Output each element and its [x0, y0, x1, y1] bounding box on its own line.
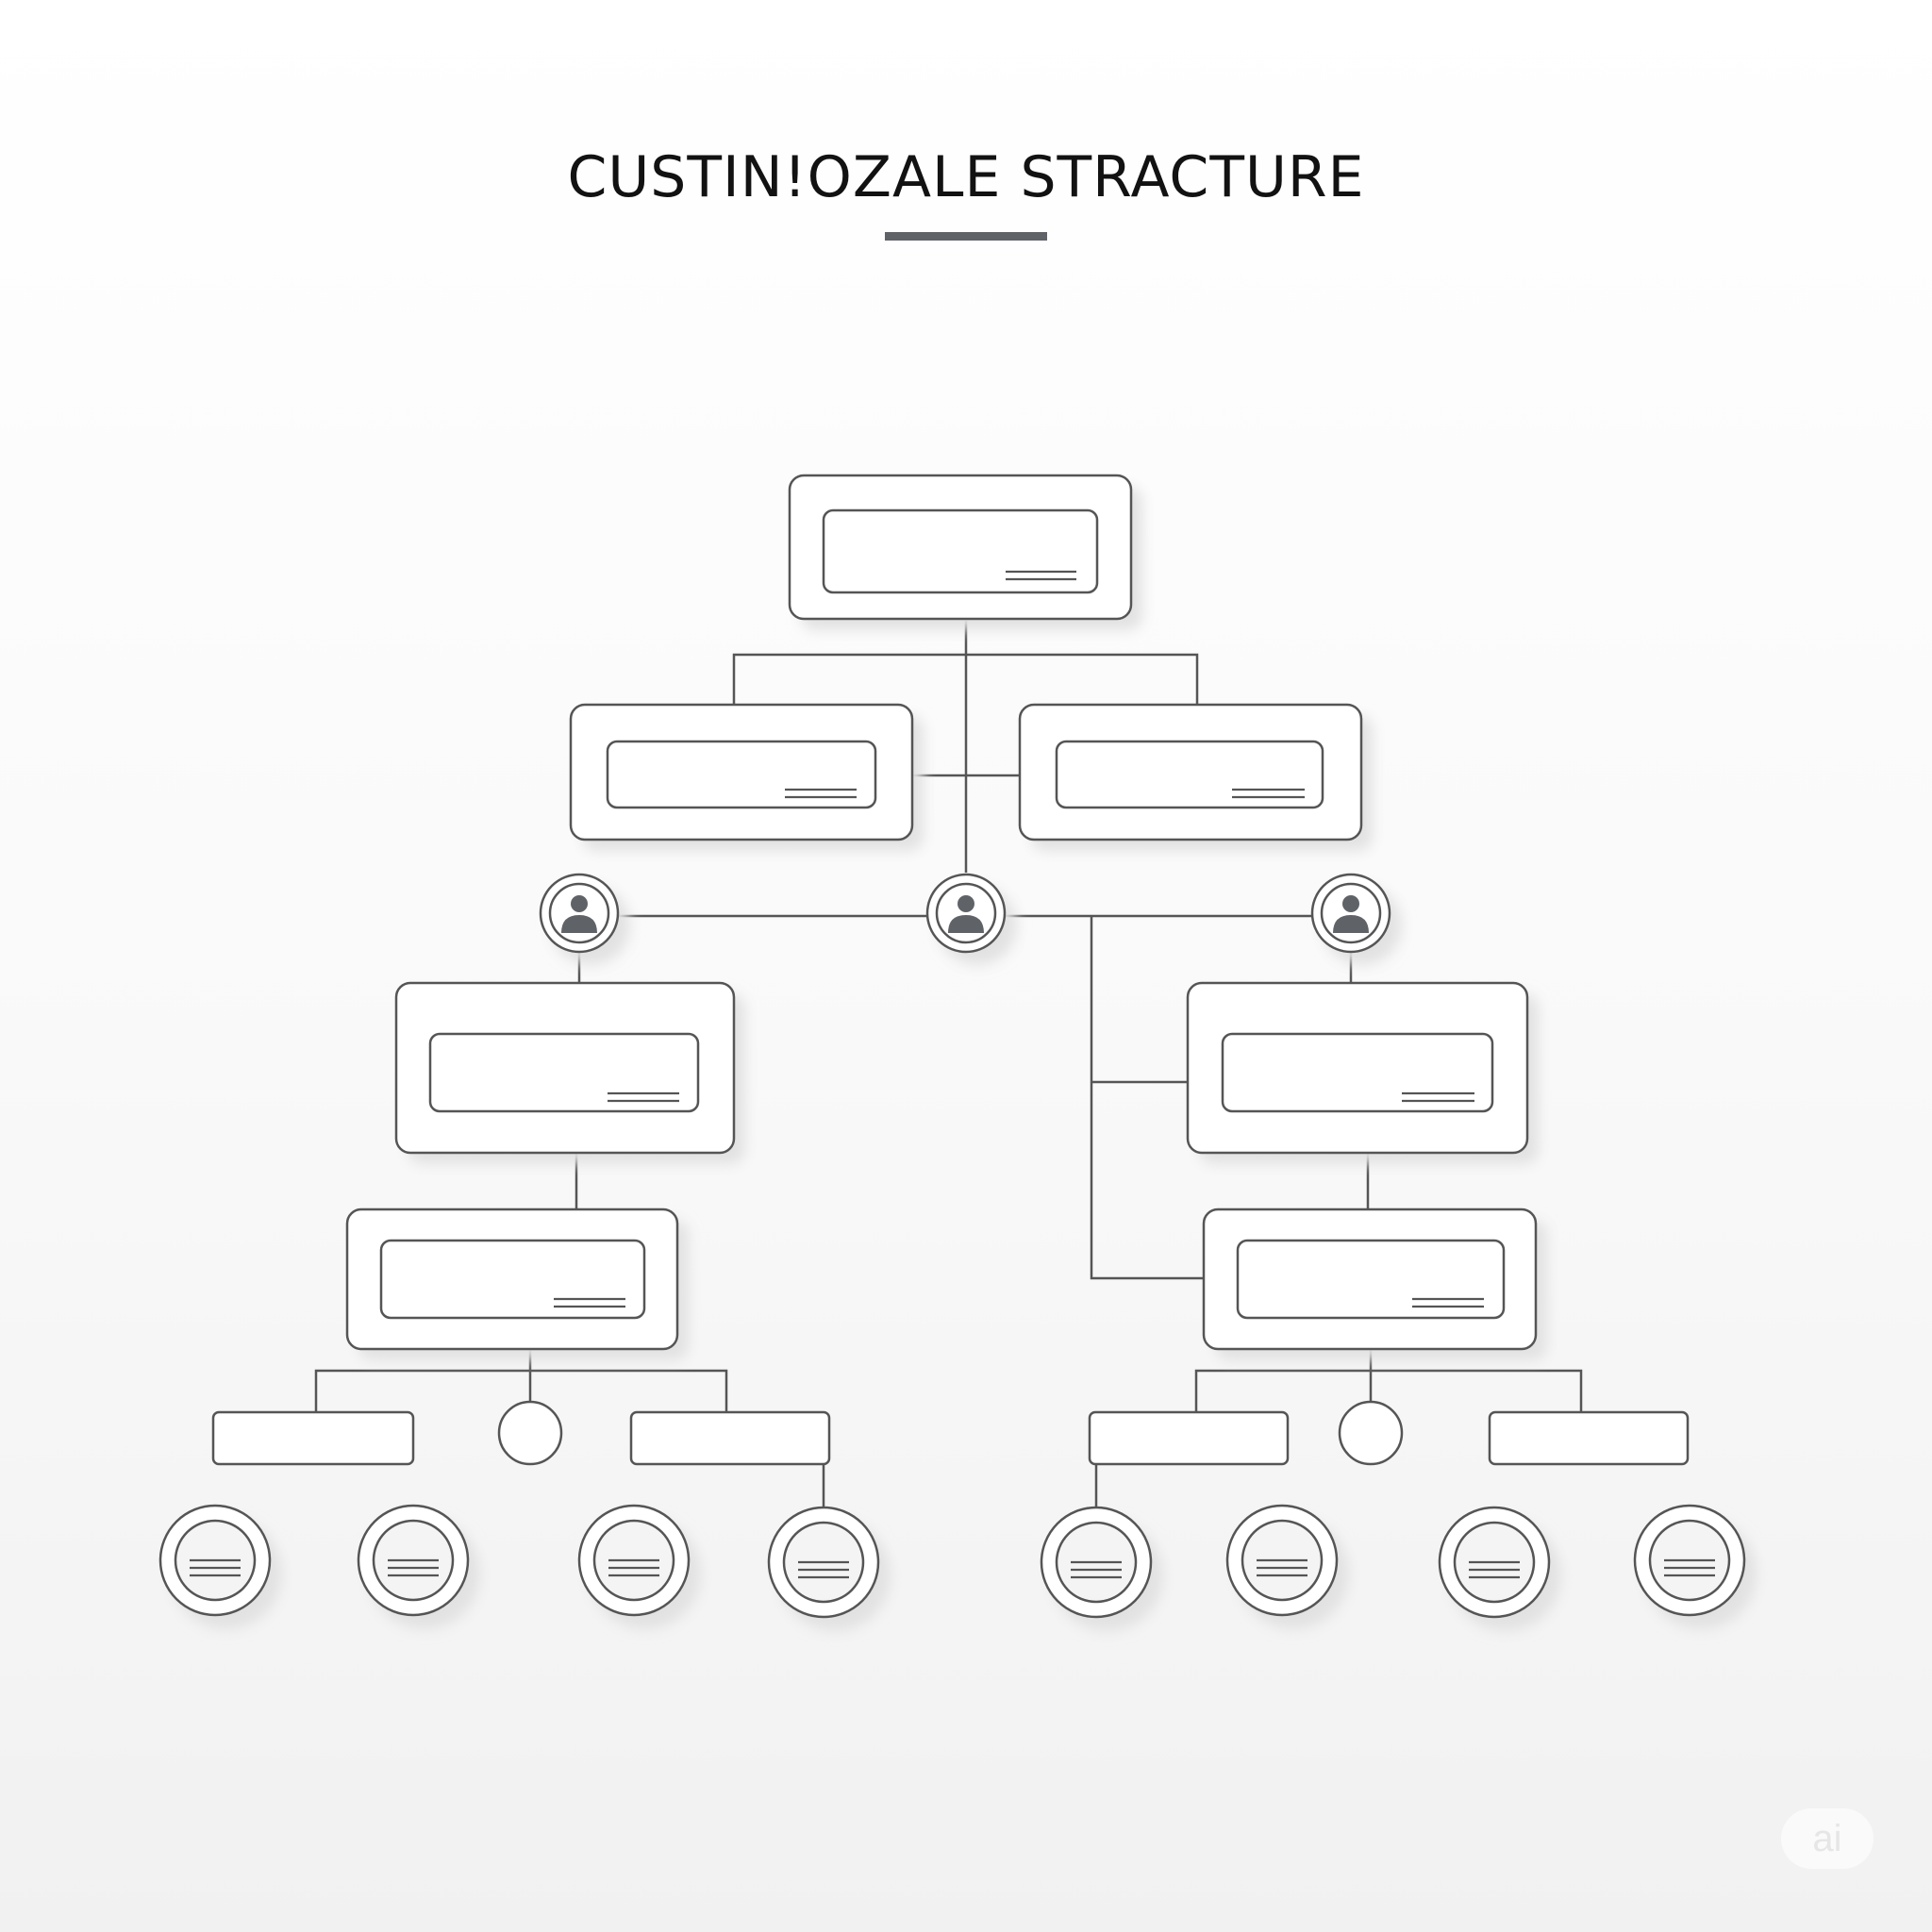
node-level5-right-a[interactable]: [1088, 1410, 1290, 1466]
node-level3-left[interactable]: [394, 981, 745, 1164]
member-badge-3[interactable]: [577, 1504, 701, 1629]
member-badge-7[interactable]: [1438, 1506, 1561, 1631]
ai-watermark: ai: [1781, 1808, 1874, 1869]
node-level3-right[interactable]: [1186, 981, 1539, 1164]
node-level5-left-b[interactable]: [629, 1410, 831, 1466]
node-level2-right[interactable]: [1018, 703, 1373, 851]
title-underline: [885, 232, 1047, 241]
text-lines-icon: [1006, 570, 1076, 581]
diagram-title: CUSTIN!OZALE STRACTURE: [567, 144, 1365, 210]
connector-right-spine: [1090, 916, 1204, 1280]
member-badge-6[interactable]: [1225, 1504, 1349, 1629]
text-lines-icon: [1402, 1091, 1474, 1103]
node-level2-left[interactable]: [569, 703, 924, 851]
member-badge-2[interactable]: [357, 1504, 480, 1629]
member-badge-1[interactable]: [158, 1504, 282, 1629]
node-level5-right-circle[interactable]: [1338, 1400, 1404, 1466]
member-badge-8[interactable]: [1633, 1504, 1757, 1629]
member-badge-5[interactable]: [1040, 1506, 1163, 1631]
avatar-left[interactable]: [539, 873, 630, 965]
node-level5-right-b[interactable]: [1488, 1410, 1690, 1466]
avatar-center[interactable]: [925, 873, 1017, 965]
node-level4-left[interactable]: [345, 1208, 689, 1360]
avatar-right[interactable]: [1310, 873, 1402, 965]
text-lines-icon: [1412, 1297, 1484, 1308]
text-lines-icon: [1232, 788, 1305, 799]
member-badge-4[interactable]: [767, 1506, 891, 1631]
node-level4-right[interactable]: [1202, 1208, 1547, 1360]
text-lines-icon: [608, 1091, 679, 1103]
node-level5-left-a[interactable]: [211, 1410, 415, 1466]
node-level5-left-circle[interactable]: [497, 1400, 563, 1466]
node-root[interactable]: [788, 474, 1142, 630]
text-lines-icon: [785, 788, 857, 799]
text-lines-icon: [554, 1297, 625, 1308]
